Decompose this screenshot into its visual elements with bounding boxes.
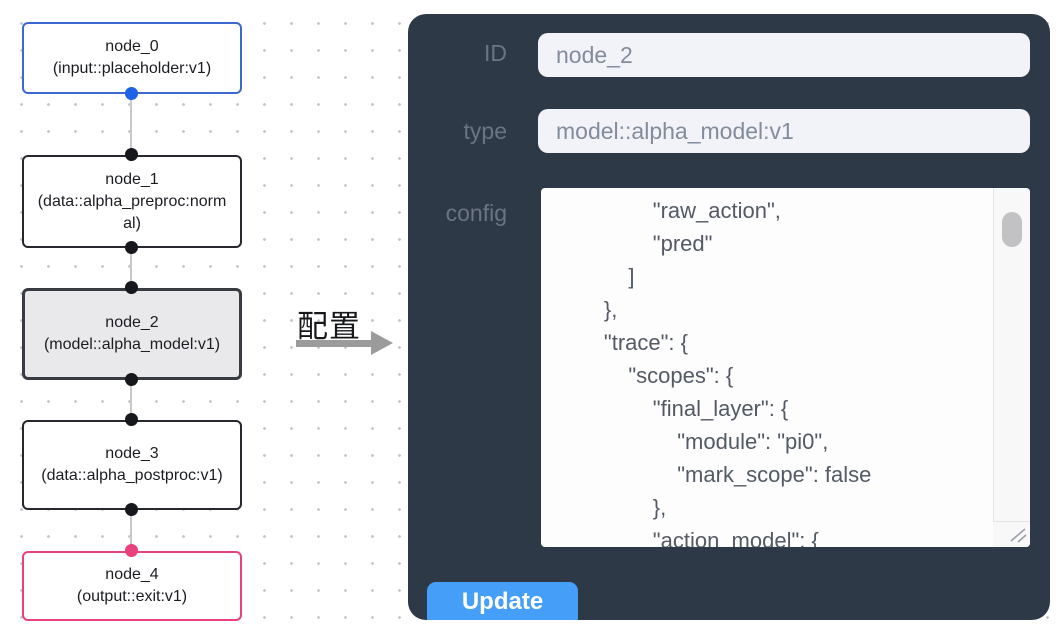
node-type-label: (data::alpha_preproc:normal) [37,192,227,232]
config-scrollbar-track[interactable] [993,188,1030,547]
transition-label: 配置 [297,309,361,344]
resize-handle-icon[interactable] [1006,526,1028,544]
port-in-node_3[interactable] [125,413,138,426]
bottom-spacer [408,620,1062,643]
edge-node_0-node_1 [130,94,132,155]
node-type-label: (input::placeholder:v1) [52,60,212,77]
config-textarea[interactable]: "raw_action", "pred" ] }, "trace": { "sc… [541,188,1030,547]
config-scrollbar-corner [993,521,1030,547]
graph-node-node_1[interactable]: node_1 (data::alpha_preproc:normal) [22,155,242,248]
config-field-label: config [445,200,507,226]
node-title: node_3 [105,445,159,462]
port-in-node_4[interactable] [125,544,138,557]
edge-node_1-node_2 [130,248,132,288]
edge-node_3-node_4 [130,510,132,551]
type-field-label: type [463,118,507,144]
node-title: node_4 [105,566,159,583]
port-out-node_0[interactable] [125,87,138,100]
port-out-node_2[interactable] [125,373,138,386]
port-in-node_2[interactable] [125,281,138,294]
graph-node-node_4[interactable]: node_4 (output::exit:v1) [22,551,242,621]
port-in-node_1[interactable] [125,148,138,161]
graph-node-node_0[interactable]: node_0 (input::placeholder:v1) [22,22,242,94]
edge-node_2-node_3 [130,380,132,420]
id-input[interactable] [538,33,1030,77]
node-label: node_4 (output::exit:v1) [77,564,187,608]
config-scrollbar-thumb[interactable] [1002,212,1022,247]
type-input[interactable] [538,109,1030,153]
node-type-label: (data::alpha_postproc:v1) [41,467,223,484]
node-label: node_3 (data::alpha_postproc:v1) [41,443,222,487]
node-config-panel: ID type config "raw_action", "pred" ] },… [408,14,1050,620]
node-title: node_0 [105,38,159,55]
node-title: node_1 [105,170,159,188]
graph-node-node_3[interactable]: node_3 (data::alpha_postproc:v1) [22,420,242,510]
config-json-text: "raw_action", "pred" ] }, "trace": { "sc… [603,198,872,547]
node-type-label: (model::alpha_model:v1) [43,336,221,353]
node-label: node_2 (model::alpha_model:v1) [44,312,220,356]
port-out-node_1[interactable] [125,241,138,254]
port-out-node_3[interactable] [125,503,138,516]
update-button[interactable]: Update [427,582,578,620]
right-arrow-icon [296,340,372,347]
node-title: node_2 [105,314,159,331]
node-label: node_0 (input::placeholder:v1) [53,36,211,80]
node-type-label: (output::exit:v1) [76,588,188,605]
right-arrow-head-icon [371,331,393,355]
node-label: node_1 (data::alpha_preproc:normal) [35,169,229,235]
graph-node-node_2[interactable]: node_2 (model::alpha_model:v1) [22,288,242,380]
id-field-label: ID [484,40,507,66]
